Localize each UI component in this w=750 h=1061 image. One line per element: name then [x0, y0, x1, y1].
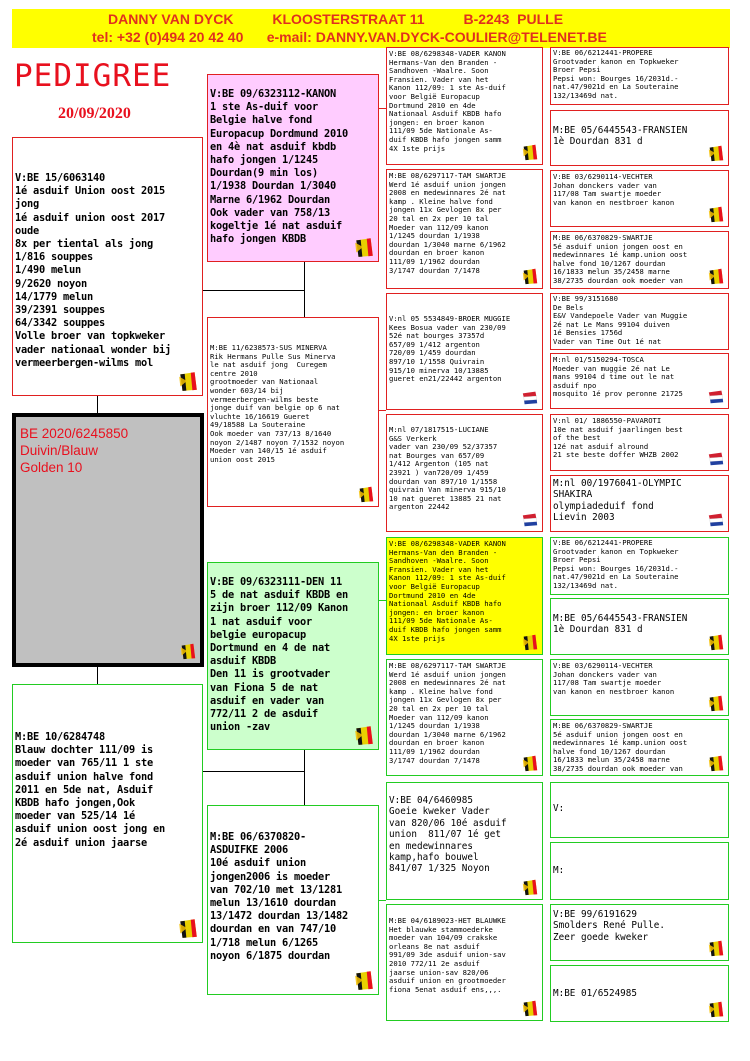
pedigree-date: 20/09/2020 — [58, 105, 131, 122]
ggp-text: M:nl 07/1817515-LUCIANE G&S Verkerk vade… — [389, 425, 506, 512]
belgian-flag-icon — [522, 634, 538, 651]
ggp-text: V:BE 08/6298348-VADER KANON Hermans-Van … — [389, 539, 506, 643]
sire-sire-card: V:BE 09/6323112-KANON 1 ste As-duif voor… — [207, 74, 379, 262]
dam-dam-sire-card: V:BE 04/6460985 Goeie kweker Vader van 8… — [386, 782, 543, 900]
ggp-text: V:BE 04/6460985 Goeie kweker Vader van 8… — [389, 795, 507, 875]
dam-text: M:BE 10/6284748 Blauw dochter 111/09 is … — [15, 731, 165, 849]
ggp-text: M:BE 04/6189023-HET BLAUWKE Het blauwke … — [389, 916, 506, 994]
sire-card: V:BE 15/6063140 1é asduif Union oost 201… — [12, 137, 203, 396]
dam-card: M:BE 10/6284748 Blauw dochter 111/09 is … — [12, 684, 203, 943]
gggp-text: V:BE 03/6290114-VECHTER Johan donckers v… — [553, 661, 675, 696]
gggp-text: M:BE 06/6370829-SWARTJE 5é asduif union … — [553, 721, 688, 773]
dutch-flag-icon — [708, 452, 724, 466]
belgian-flag-icon — [179, 372, 197, 391]
gggp-text: V:BE 06/6212441-PROPERE Grootvader kanon… — [553, 538, 679, 590]
belgian-flag-icon — [708, 268, 724, 285]
gggp-card-2: M:BE 05/6445543-FRANSIEN 1è Dourdan 831 … — [550, 110, 729, 166]
belgian-flag-icon — [708, 634, 724, 651]
dutch-flag-icon — [708, 513, 724, 527]
belgian-flag-icon — [355, 971, 373, 990]
gggp-card-13: V: — [550, 782, 729, 838]
sire-sire-text: V:BE 09/6323112-KANON 1 ste As-duif voor… — [210, 88, 348, 246]
dutch-flag-icon — [522, 391, 538, 405]
gggp-text: M:BE 05/6445543-FRANSIEN 1è Dourdan 831 … — [553, 125, 688, 148]
dam-sire-text: V:BE 09/6323111-DEN 11 5 de nat asduif K… — [210, 576, 348, 734]
belgian-flag-icon — [708, 1001, 724, 1018]
belgian-flag-icon — [358, 486, 374, 503]
gggp-card-7: V:nl 01/ 1886550-PAVAROTI 10e nat asduif… — [550, 414, 729, 471]
belgian-flag-icon — [522, 1000, 538, 1017]
gggp-card-11: V:BE 03/6290114-VECHTER Johan donckers v… — [550, 659, 729, 716]
gggp-text: V:BE 99/6191629 Smolders René Pulle. Zee… — [553, 909, 665, 943]
sire-dam-sire-card: V:nl 05 5534849-BROER MUGGIE Kees Bosua … — [386, 293, 543, 410]
belgian-flag-icon — [522, 144, 538, 161]
breeder-address: DANNY VAN DYCK KLOOSTERSTRAAT 11 B-2243 … — [108, 11, 564, 27]
belgian-flag-icon — [708, 145, 724, 162]
gggp-card-1: V:BE 06/6212441-PROPERE Grootvader kanon… — [550, 47, 729, 105]
belgian-flag-icon — [522, 879, 538, 896]
sire-text: V:BE 15/6063140 1é asduif Union oost 201… — [15, 172, 171, 369]
gggp-text: V:BE 03/6290114-VECHTER Johan donckers v… — [553, 172, 675, 207]
gggp-card-3: V:BE 03/6290114-VECHTER Johan donckers v… — [550, 170, 729, 227]
gggp-text: M: — [553, 865, 565, 876]
sire-dam-text: M:BE 11/6238573-SUS MINERVA Rik Hermans … — [210, 343, 345, 464]
gggp-card-14: M: — [550, 842, 729, 900]
dam-sire-sire-card: V:BE 08/6298348-VADER KANON Hermans-Van … — [386, 537, 543, 655]
connector — [304, 750, 305, 805]
belgian-flag-icon — [180, 643, 196, 660]
ggp-text: V:nl 05 5534849-BROER MUGGIE Kees Bosua … — [389, 314, 511, 384]
gggp-text: M:BE 05/6445543-FRANSIEN 1è Dourdan 831 … — [553, 613, 688, 636]
gggp-text: V:BE 99/3151680 De Bels E&V Vandepoele V… — [553, 294, 688, 346]
gggp-text: M:nl 01/5150294-TOSCA Moeder van muggie … — [553, 355, 683, 399]
gggp-card-12: M:BE 06/6370829-SWARTJE 5é asduif union … — [550, 719, 729, 776]
gggp-card-10: M:BE 05/6445543-FRANSIEN 1è Dourdan 831 … — [550, 598, 729, 655]
belgian-flag-icon — [179, 919, 197, 938]
ggp-text: M:BE 08/6297117-TAM SWARTJE Werd 1é asdu… — [389, 661, 506, 765]
dam-sire-card: V:BE 09/6323111-DEN 11 5 de nat asduif K… — [207, 562, 379, 750]
belgian-flag-icon — [708, 940, 724, 957]
gggp-text: M:BE 06/6370829-SWARTJE 5é asduif union … — [553, 233, 688, 285]
dutch-flag-icon — [708, 390, 724, 404]
gggp-card-9: V:BE 06/6212441-PROPERE Grootvader kanon… — [550, 537, 729, 595]
sire-sire-dam-card: M:BE 08/6297117-TAM SWARTJE Werd 1é asdu… — [386, 169, 543, 289]
connector — [202, 290, 305, 291]
gggp-card-15: V:BE 99/6191629 Smolders René Pulle. Zee… — [550, 904, 729, 961]
gggp-text: V:BE 06/6212441-PROPERE Grootvader kanon… — [553, 48, 679, 100]
belgian-flag-icon — [355, 726, 373, 745]
header-banner: DANNY VAN DYCK KLOOSTERSTRAAT 11 B-2243 … — [12, 9, 730, 48]
gggp-text: M:nl 00/1976041-OLYMPIC SHAKIRA olympiad… — [553, 478, 682, 524]
connector — [304, 262, 305, 317]
belgian-flag-icon — [708, 755, 724, 772]
ggp-text: M:BE 08/6297117-TAM SWARTJE Werd 1é asdu… — [389, 171, 506, 275]
connector — [97, 396, 98, 413]
gggp-card-16: M:BE 01/6524985 — [550, 965, 729, 1022]
gggp-text: V: — [553, 803, 565, 814]
ggp-text: V:BE 08/6298348-VADER KANON Hermans-Van … — [389, 49, 506, 153]
belgian-flag-icon — [708, 695, 724, 712]
dutch-flag-icon — [522, 513, 538, 527]
page-title: PEDIGREE — [14, 58, 172, 94]
gggp-text: M:BE 01/6524985 — [553, 988, 637, 999]
connector — [97, 667, 98, 684]
sire-dam-card: M:BE 11/6238573-SUS MINERVA Rik Hermans … — [207, 317, 379, 507]
pigeon-card: BE 2020/6245850 Duivin/Blauw Golden 10 — [12, 413, 204, 667]
dam-dam-card: M:BE 06/6370820- ASDUIFKE 2006 10é asdui… — [207, 805, 379, 995]
gggp-card-4: M:BE 06/6370829-SWARTJE 5é asduif union … — [550, 231, 729, 289]
belgian-flag-icon — [522, 268, 538, 285]
connector — [202, 771, 305, 772]
sire-sire-sire-card: V:BE 08/6298348-VADER KANON Hermans-Van … — [386, 47, 543, 165]
dam-dam-text: M:BE 06/6370820- ASDUIFKE 2006 10é asdui… — [210, 831, 348, 962]
dam-sire-dam-card: M:BE 08/6297117-TAM SWARTJE Werd 1é asdu… — [386, 659, 543, 776]
gggp-card-5: V:BE 99/3151680 De Bels E&V Vandepoele V… — [550, 293, 729, 350]
dam-dam-dam-card: M:BE 04/6189023-HET BLAUWKE Het blauwke … — [386, 904, 543, 1021]
gggp-card-8: M:nl 00/1976041-OLYMPIC SHAKIRA olympiad… — [550, 475, 729, 532]
belgian-flag-icon — [708, 206, 724, 223]
pigeon-ring: BE 2020/6245850 Duivin/Blauw Golden 10 — [20, 426, 129, 475]
gggp-text: V:nl 01/ 1886550-PAVAROTI 10e nat asduif… — [553, 416, 683, 460]
gggp-card-6: M:nl 01/5150294-TOSCA Moeder van muggie … — [550, 353, 729, 409]
belgian-flag-icon — [522, 755, 538, 772]
sire-dam-dam-card: M:nl 07/1817515-LUCIANE G&S Verkerk vade… — [386, 414, 543, 532]
belgian-flag-icon — [355, 238, 373, 257]
breeder-contact: tel: +32 (0)494 20 42 40 e-mail: DANNY.V… — [92, 29, 607, 45]
